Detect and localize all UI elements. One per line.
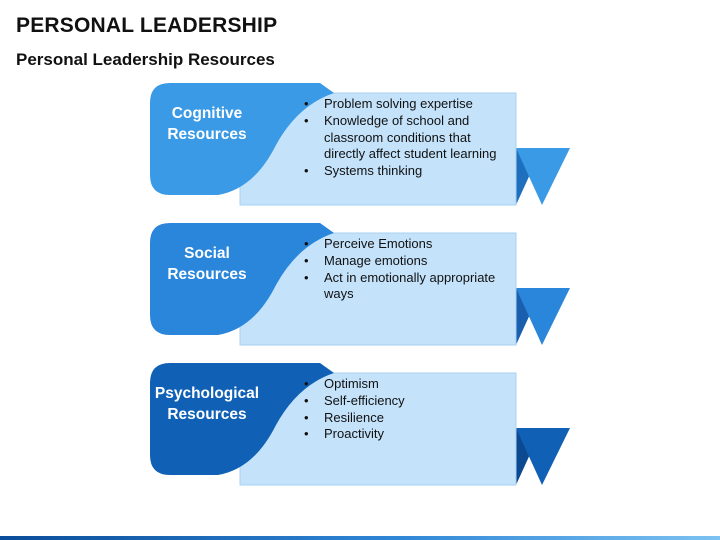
resource-item-list: Optimism Self-efficiency Resilience Proa…	[302, 376, 512, 443]
list-item: Proactivity	[302, 426, 512, 443]
label-blob	[150, 223, 334, 335]
resource-label: Social Resources	[167, 245, 247, 283]
arrow-tip	[516, 148, 570, 205]
bottom-accent-bar	[0, 536, 720, 540]
page-subtitle: Personal Leadership Resources	[16, 50, 275, 69]
list-item: Systems thinking	[302, 163, 512, 180]
page-title: PERSONAL LEADERSHIP	[16, 14, 278, 37]
list-item: Perceive Emotions	[302, 236, 512, 253]
list-item: Self-efficiency	[302, 393, 512, 410]
resource-row-social: Social Resources Perceive Emotions Manag…	[148, 223, 578, 353]
resource-row-cognitive: Cognitive Resources Problem solving expe…	[148, 83, 578, 213]
list-item: Optimism	[302, 376, 512, 393]
list-item: Act in emotionally appropriate ways	[302, 270, 512, 304]
resource-label: Psychological Resources	[154, 385, 260, 423]
list-item: Knowledge of school and classroom condit…	[302, 113, 512, 163]
resource-row-psychological: Psychological Resources Optimism Self-ef…	[148, 363, 578, 493]
resource-item-list: Perceive Emotions Manage emotions Act in…	[302, 236, 512, 303]
arrow-tip	[516, 288, 570, 345]
resource-item-list: Problem solving expertise Knowledge of s…	[302, 96, 512, 180]
label-blob	[150, 83, 334, 195]
list-item: Manage emotions	[302, 253, 512, 270]
resource-label: Cognitive Resources	[167, 105, 247, 143]
list-item: Problem solving expertise	[302, 96, 512, 113]
label-blob	[150, 363, 334, 475]
list-item: Resilience	[302, 410, 512, 427]
arrow-tip	[516, 428, 570, 485]
